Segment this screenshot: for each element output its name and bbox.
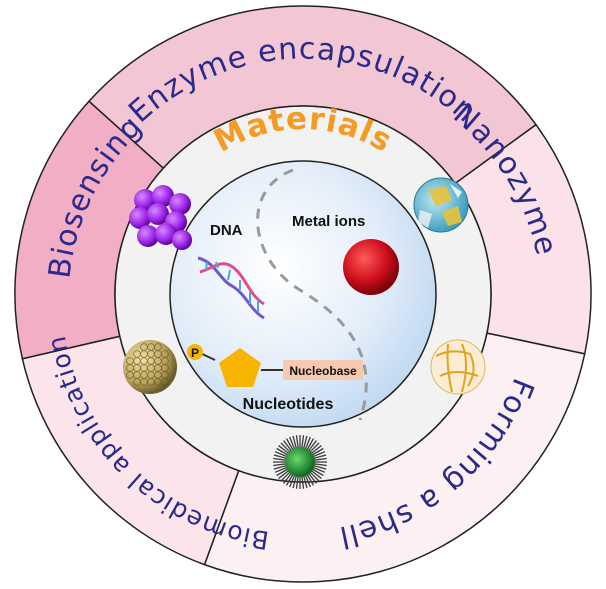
nucleobase-label: Nucleobase — [289, 364, 357, 378]
dashed-divider — [256, 168, 368, 421]
yellow-mesh-sphere-icon — [430, 339, 486, 395]
nucleobase-box — [283, 360, 363, 380]
phosphate-label: P — [191, 346, 199, 360]
pentagon-sugar — [219, 348, 261, 387]
blue-yellow-crystal-sphere-icon — [413, 177, 469, 233]
metal-ions-label: Metal ions — [292, 213, 365, 230]
dna-label: DNA — [210, 222, 243, 239]
outer-ring — [14, 5, 592, 583]
core-circle — [169, 160, 437, 428]
green-spiky-nanoparticle-icon — [273, 435, 327, 489]
phosphate-circle — [187, 344, 203, 360]
purple-nanoparticle-cluster-icon — [129, 185, 192, 250]
dna-helix-icon — [197, 256, 265, 320]
nucleotides-label: Nucleotides — [243, 396, 334, 413]
nucleotide-structure: P Nucleobase — [187, 344, 363, 387]
gold-bead-sphere-icon — [123, 340, 177, 394]
red-metal-ion-ball-icon — [343, 239, 399, 295]
